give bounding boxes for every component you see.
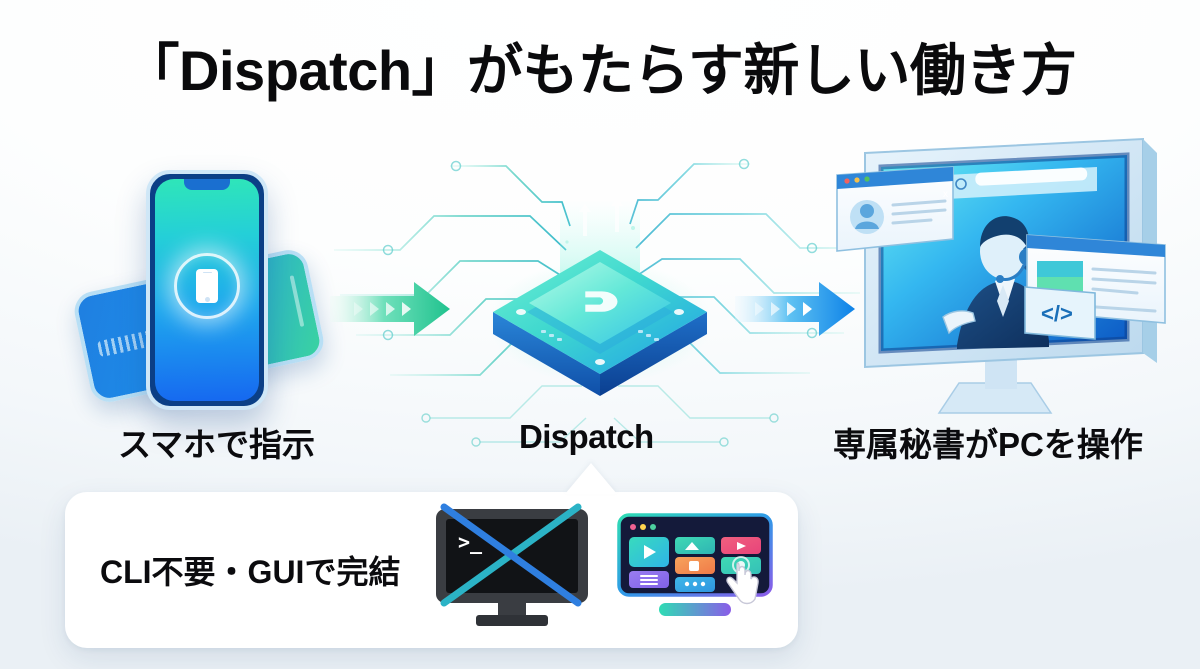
hand-pointer-icon — [726, 562, 759, 605]
callout-text: CLI不要・GUIで完結 — [100, 554, 401, 590]
phone-screen — [155, 179, 259, 401]
step-label-dispatch: Dispatch — [519, 418, 654, 455]
profile-card: x — [836, 166, 954, 252]
flow-arrow-left — [330, 278, 450, 340]
gui-window-illustration — [613, 505, 785, 635]
smartphone-icon — [196, 268, 218, 303]
svg-text:x: x — [943, 189, 948, 200]
page-title: 「Dispatch」がもたらす新しい働き方 — [123, 39, 1077, 102]
step-label-smartphone: スマホで指示 — [118, 426, 316, 463]
callout-pointer — [565, 463, 617, 494]
smartphone-illustration — [60, 150, 360, 420]
primary-phone — [146, 170, 268, 410]
circuit-trace-backdrop — [330, 130, 870, 450]
phone-notch — [184, 179, 230, 190]
app-glow-ring — [174, 252, 240, 319]
processor-chip-illustration — [475, 198, 725, 415]
code-card: </> — [1024, 286, 1096, 340]
step-label-computer: 専属秘書がPCを操作 — [833, 426, 1143, 463]
flow-arrow-right — [735, 278, 855, 340]
terminal-crossed-out-illustration: >_ — [420, 503, 605, 631]
desktop-monitor-illustration: x </> — [825, 135, 1185, 425]
svg-text:</>: </> — [1041, 301, 1073, 326]
